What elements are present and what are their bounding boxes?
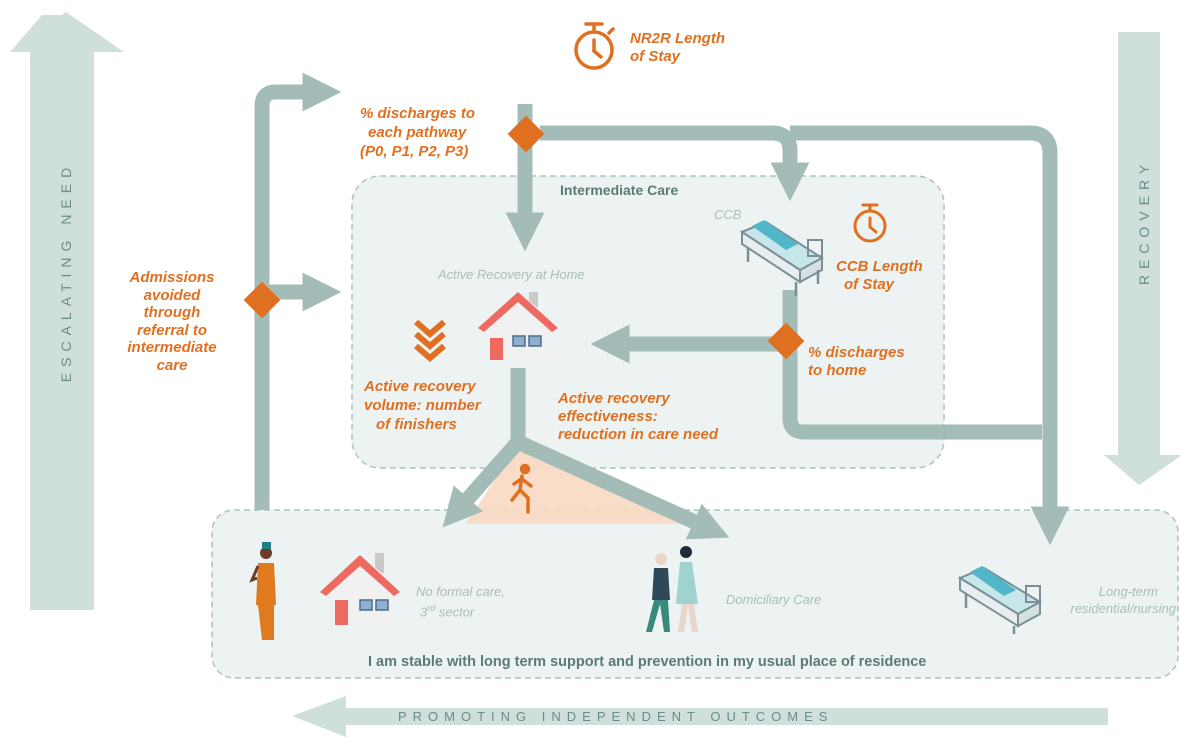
long-term-line-2: residential/nursing [1070,601,1176,616]
pct-pathway-line-3: (P0, P1, P2, P3) [360,143,469,160]
ccb-length-of-stay-label: CCB Length of Stay [836,258,923,294]
escalating-need-label: ESCALATING NEED [58,161,74,383]
no-formal-care-label: No formal care, 3rd sector [416,583,505,620]
pct-discharges-home-label: % discharges to home [808,344,905,380]
ar-effect-line-3: reduction in care need [558,426,719,443]
runner-icon [510,463,533,514]
flow-arrow-to-domiciliary [514,435,730,540]
pct-discharges-pathway-label: % discharges to each pathway (P0, P1, P2… [360,104,475,161]
pct-home-line-2: to home [808,362,867,379]
intermediate-care-title: Intermediate Care [560,182,679,198]
escalating-need-arrow [10,12,124,610]
ar-effect-line-2: effectiveness: [558,408,658,425]
active-recovery-at-home-label: Active Recovery at Home [438,267,585,282]
ar-effect-line-1: Active recovery [558,390,670,407]
long-term-residential-label: Long-term residential/nursing [1040,583,1176,617]
recovery-label: RECOVERY [1136,158,1152,286]
admissions-line-6: care [156,356,188,374]
diamond-marker-icon [243,281,281,319]
ar-volume-line-3: of finishers [376,416,457,433]
recovery-arrow [1104,32,1180,485]
admissions-line-2: avoided [143,286,201,304]
house-icon [478,292,560,360]
nr2r-los-line-1: NR2R Length [630,30,725,47]
flow-arrow-to-ccb [540,125,810,202]
ccb-los-line-2: of Stay [844,276,895,293]
no-formal-line-1: No formal care, [416,584,505,599]
house-icon [320,553,402,625]
long-term-line-1: Long-term [1098,584,1158,599]
promoting-outcomes-arrow [292,696,1108,737]
ccb-los-line-1: CCB Length [836,258,923,275]
no-formal-ordinal: 3 [420,604,428,620]
active-recovery-effectiveness-label: Active recovery effectiveness: reduction… [558,390,718,444]
active-recovery-volume-label: Active recovery volume: number of finish… [364,377,481,434]
domiciliary-care-label: Domiciliary Care [726,592,822,607]
pct-pathway-line-1: % discharges to [360,105,476,122]
pct-home-line-1: % discharges [808,344,905,361]
admissions-line-1: Admissions [129,269,215,286]
pct-pathway-line-2: each pathway [368,124,467,141]
flow-arrow-escalation [254,72,342,510]
stopwatch-icon [853,203,887,243]
hospital-bed-icon [739,220,824,296]
no-formal-ordinal-suffix: rd [427,603,436,613]
stopwatch-icon [574,22,615,70]
admissions-line-3: through [143,304,201,321]
no-formal-sector: sector [435,604,475,620]
nr2r-los-line-2: of Stay [630,48,681,65]
admissions-line-5: intermediate [127,339,217,356]
couple-walking-icon [646,546,698,632]
flow-arrow-to-long-term [790,125,1070,546]
chevrons-down-icon [414,319,446,362]
person-icon [249,542,276,640]
flow-arrow-to-no-formal-care [442,437,524,528]
ar-volume-line-2: volume: number [364,397,481,414]
admissions-avoided-label: Admissions avoided through referral to i… [112,269,232,374]
admissions-line-4: referral to [136,321,208,339]
diamond-marker-icon [507,115,545,153]
no-formal-line-2: 3rd sector [416,600,505,620]
ar-volume-line-1: Active recovery [364,378,476,395]
nr2r-length-of-stay-label: NR2R Length of Stay [630,30,725,66]
diamond-marker-icon [767,322,805,360]
flow-arrow-ccb-to-long-term [782,290,1042,440]
hospital-bed-icon [957,566,1043,634]
ccb-label: CCB [714,207,742,222]
stable-statement: I am stable with long term support and p… [368,654,927,670]
promoting-outcomes-label: PROMOTING INDEPENDENT OUTCOMES [398,709,834,724]
